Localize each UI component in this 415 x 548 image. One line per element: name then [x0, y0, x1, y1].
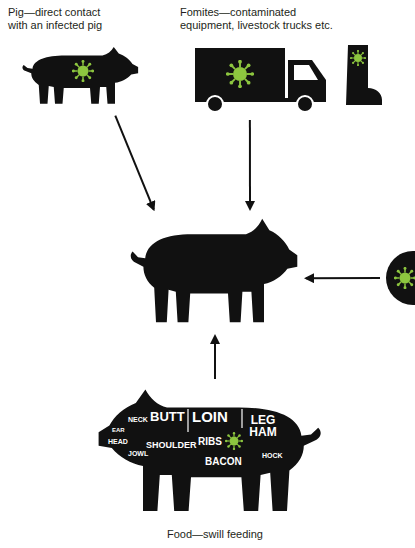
virus-icon	[226, 60, 254, 88]
cut-label: HEAD	[108, 438, 128, 445]
transmission-arrow	[249, 120, 251, 209]
node-heading: Pig—direct contact with an infected pig	[8, 6, 116, 32]
cut-label: LEG HAM	[246, 414, 280, 438]
virus-icon	[350, 50, 366, 66]
cut-lines	[188, 409, 242, 432]
truck-icon	[195, 48, 326, 112]
cut-label: LOIN	[192, 409, 228, 424]
cut-label: BUTT	[150, 410, 185, 423]
cut-label: HOCK	[262, 452, 283, 459]
source-node	[120, 215, 300, 330]
cut-label: JOWL	[128, 450, 148, 457]
virus-icon	[225, 432, 243, 450]
node-heading: Fomites—contaminated equipment, livestoc…	[180, 6, 352, 32]
pig-silhouette	[131, 219, 298, 323]
node-heading: Food—swill feeding	[95, 528, 335, 541]
boot-icon	[346, 45, 382, 105]
transmission-arrow	[115, 116, 153, 210]
vector-circle	[386, 251, 415, 305]
virus-icon	[72, 60, 94, 82]
cut-label: NECK	[128, 416, 148, 423]
source-node: Fomites—contaminated equipment, livestoc…	[180, 6, 385, 114]
cut-label: BACON	[205, 457, 242, 467]
source-node	[386, 251, 415, 305]
cut-label: RIBS	[198, 437, 222, 447]
transmission-arrow	[306, 277, 380, 279]
cut-label: SHOULDER	[146, 441, 197, 450]
virus-icon	[394, 267, 415, 289]
source-node: Pig—direct contact with an infected pig	[8, 6, 148, 110]
transmission-arrow	[214, 336, 216, 379]
pig-silhouette	[22, 47, 138, 104]
cut-label: EAR	[112, 427, 125, 433]
pork-cuts-chart	[99, 390, 321, 512]
